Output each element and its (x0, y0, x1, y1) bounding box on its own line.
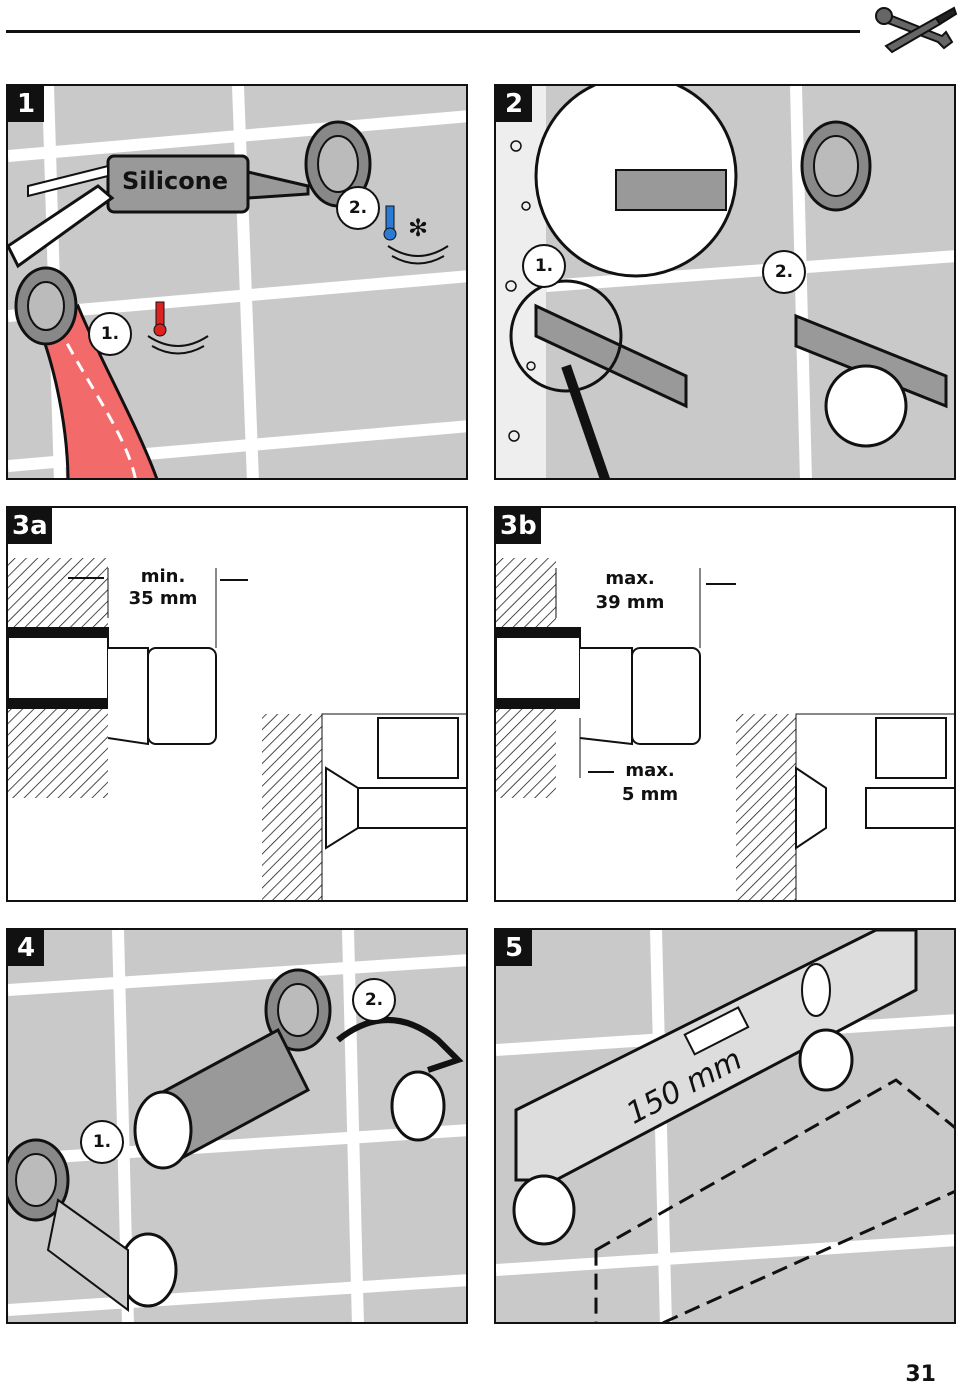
panel-number: 5 (496, 930, 532, 966)
panel-2-illustration (496, 86, 954, 478)
panel-1-illustration: ✻ (8, 86, 466, 478)
panel-number: 1 (8, 86, 44, 122)
panel-3a-illustration (8, 558, 466, 900)
panel-number: 3a (8, 508, 52, 544)
step-2-badge: 2. (352, 978, 396, 1022)
page-number: 31 (905, 1362, 936, 1387)
panel-5-illustration (496, 930, 954, 1322)
step-2-badge: 2. (336, 186, 380, 230)
panel-4: 4 1. 2. (6, 928, 468, 1324)
dimension-label-line1: max. (605, 568, 655, 589)
panel-3a: 3a min. 35 mm (6, 506, 468, 902)
panel-1: ✻ 1 Silicone 1. 2. (6, 84, 468, 480)
panel-number: 3b (496, 508, 541, 544)
panel-5: 5 150 mm (494, 928, 956, 1324)
dimension2-label-line1: max. (625, 760, 675, 781)
panel-4-illustration (8, 930, 466, 1322)
step-1-badge: 1. (522, 244, 566, 288)
svg-text:✻: ✻ (408, 214, 428, 242)
step-1-badge: 1. (88, 312, 132, 356)
step-1-badge: 1. (80, 1120, 124, 1164)
wrench-screwdriver-icon (875, 6, 958, 54)
panel-2: 2 1. 2. (494, 84, 956, 480)
panel-3b: 3b max. 39 mm max. 5 mm (494, 506, 956, 902)
panel-number: 2 (496, 86, 532, 122)
dimension-label-line2: 35 mm (128, 588, 198, 609)
panel-number: 4 (8, 930, 44, 966)
silicone-label: Silicone (122, 167, 229, 195)
panel-3b-illustration (496, 558, 954, 900)
dimension-label-line2: 39 mm (595, 592, 665, 613)
dimension-label-line1: min. (140, 566, 186, 587)
header-rule (6, 30, 860, 33)
dimension2-label-line2: 5 mm (621, 784, 679, 805)
step-2-badge: 2. (762, 250, 806, 294)
